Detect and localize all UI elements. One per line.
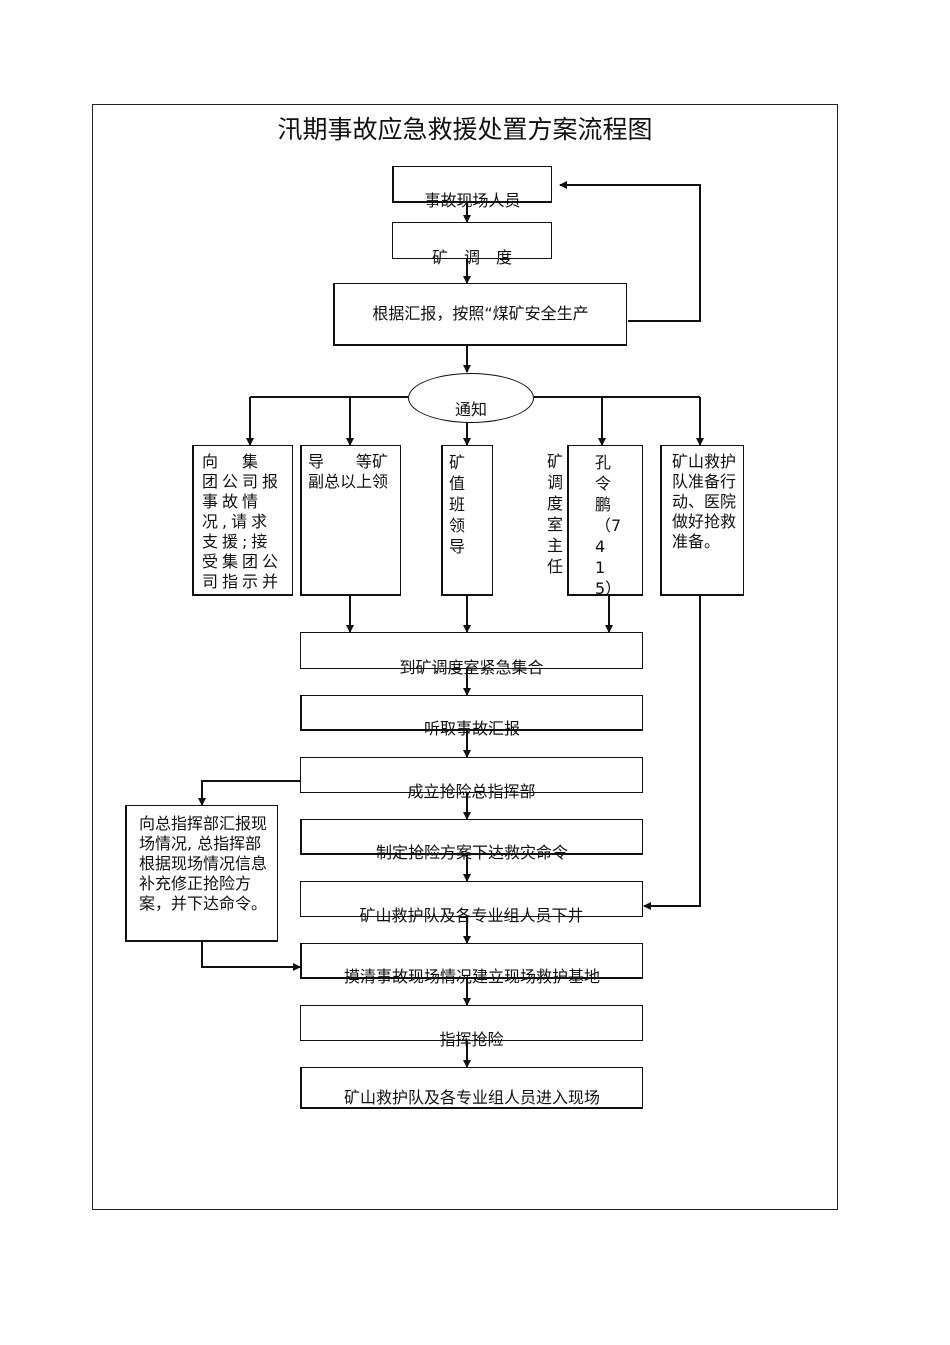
diagram-title: 汛期事故应急救援处置方案流程图 — [277, 115, 653, 144]
arrow-feedback-to-survey — [201, 942, 301, 971]
node-assemble: 到矿调度室紧急集合 — [300, 632, 643, 677]
node-report-basis: 根据汇报，按照“煤矿安全生产 — [333, 283, 627, 346]
arrow-hq-to-feedback — [198, 780, 300, 806]
node-survey-base: 摸清事故现场情况建立现场救护基地 — [300, 943, 643, 986]
node-feedback-loop: 向总指挥部汇报现场情况, 总指挥部根据现场情况信息补充修正抢险方案，并下达命令。 — [125, 805, 278, 942]
node-kong-lingpeng: 孔令鹏（7415） — [567, 445, 643, 598]
node-command: 指挥抢险 — [300, 1005, 643, 1049]
node-on-site-staff: 事故现场人员 — [392, 166, 552, 210]
arrow-report-loop-back — [559, 181, 701, 322]
node-deputy-leaders: 导 等矿副总以上领 — [300, 445, 401, 596]
arrow-rescue-to-descend — [643, 596, 701, 910]
node-enter-site: 矿山救护队及各专业组人员进入现场 — [300, 1067, 643, 1109]
node-hear-report: 听取事故汇报 — [300, 695, 643, 738]
node-issue-plan: 制定抢险方案下达救灾命令 — [300, 819, 643, 862]
node-group-report: 向 集 团公司报事故情况,请求支援;接受集团公司指示并 — [192, 445, 293, 596]
node-notify: 通知 — [408, 373, 534, 423]
node-descend: 矿山救护队及各专业组人员下井 — [300, 881, 643, 925]
node-form-hq: 成立抢险总指挥部 — [300, 757, 643, 801]
node-rescue-team-prep: 矿山救护队准备行动、医院做好抢救准备。 — [660, 445, 744, 596]
diagram-frame — [92, 104, 838, 1210]
node-mine-dispatch: 矿 调 度 — [392, 222, 552, 267]
node-dispatch-director: 矿调度室主任 — [547, 452, 564, 576]
node-duty-leader: 矿值班领导 — [441, 445, 493, 596]
